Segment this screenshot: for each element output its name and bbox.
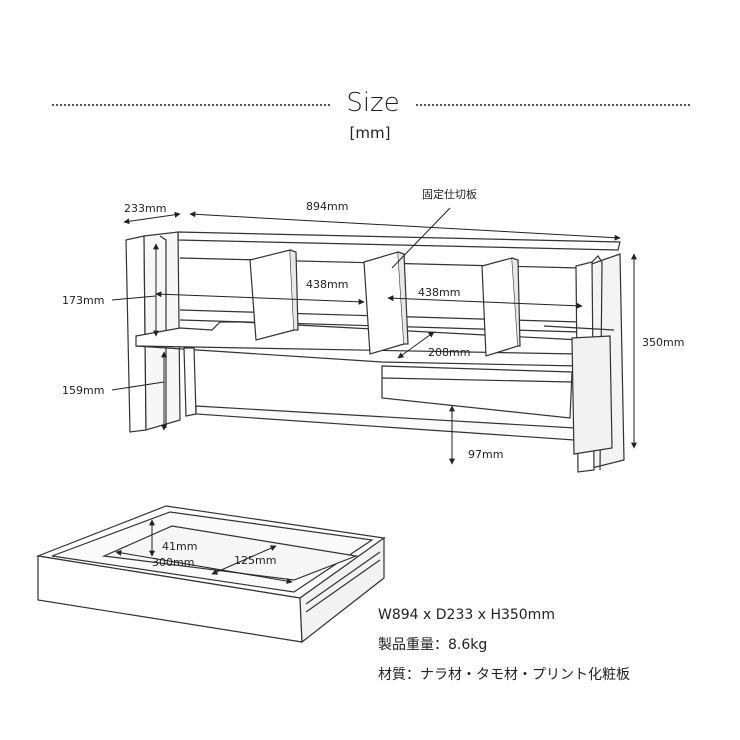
rack-dimension-lines — [111, 207, 637, 465]
label-drawer-clearance: 97mm — [468, 448, 503, 461]
label-fixed-partition: 固定仕切板 — [422, 187, 477, 201]
desk-rack-drawing — [125, 231, 625, 473]
width-dimension-line — [189, 211, 621, 241]
partition-leader-line — [391, 207, 451, 269]
drawer-depth-dimension-line — [211, 545, 277, 575]
label-shelf-depth: 208mm — [428, 346, 470, 359]
title-divider-right — [416, 104, 690, 106]
title-divider-left — [52, 104, 330, 106]
partition-center-fixed — [363, 251, 405, 355]
title-row: Size — [0, 88, 740, 122]
rack-drawer — [381, 365, 573, 419]
label-left-upper: 173mm — [62, 294, 104, 307]
shelf-leg-left — [183, 347, 197, 417]
label-drawer-depth: 125mm — [234, 554, 276, 567]
drawer-dimension-lines — [115, 519, 293, 585]
partition-right — [481, 257, 519, 357]
shelf-board — [135, 321, 581, 355]
partition-left — [249, 249, 295, 341]
spec-material: 材質：ナラ材・タモ材・プリント化粧板 — [378, 667, 630, 683]
label-width: 894mm — [306, 200, 348, 213]
left-side-front — [125, 235, 147, 433]
drawer-dimension-labels: 41mm 300mm 125mm — [152, 540, 276, 569]
specs-block: W894 x D233 x H350mm 製品重量：8.6kg 材質：ナラ材・タ… — [378, 600, 630, 690]
drawer-width-dimension-line — [115, 549, 293, 585]
label-height: 350mm — [642, 336, 684, 349]
rack-dimension-labels: 233mm 894mm 350mm 173mm 159mm 438mm 438m… — [62, 187, 684, 461]
compartment-right-dimension-line — [387, 295, 583, 309]
compartment-left-dimension-line — [155, 291, 365, 305]
shelf-depth-dimension-line — [397, 331, 435, 359]
label-drawer-width: 300mm — [152, 556, 194, 569]
unit-label: [mm] — [349, 124, 391, 142]
label-left-lower: 159mm — [62, 384, 104, 397]
spec-size: W894 x D233 x H350mm — [378, 607, 555, 623]
label-depth: 233mm — [124, 202, 166, 215]
spec-weight: 製品重量：8.6kg — [378, 637, 488, 653]
right-lower-panel — [571, 335, 613, 455]
label-drawer-height: 41mm — [162, 540, 197, 553]
page-title: Size — [346, 88, 400, 118]
depth-dimension-line — [123, 211, 181, 225]
label-compartment-left: 438mm — [306, 278, 348, 291]
drawer-drawing — [35, 505, 386, 644]
label-compartment-right: 438mm — [418, 286, 460, 299]
